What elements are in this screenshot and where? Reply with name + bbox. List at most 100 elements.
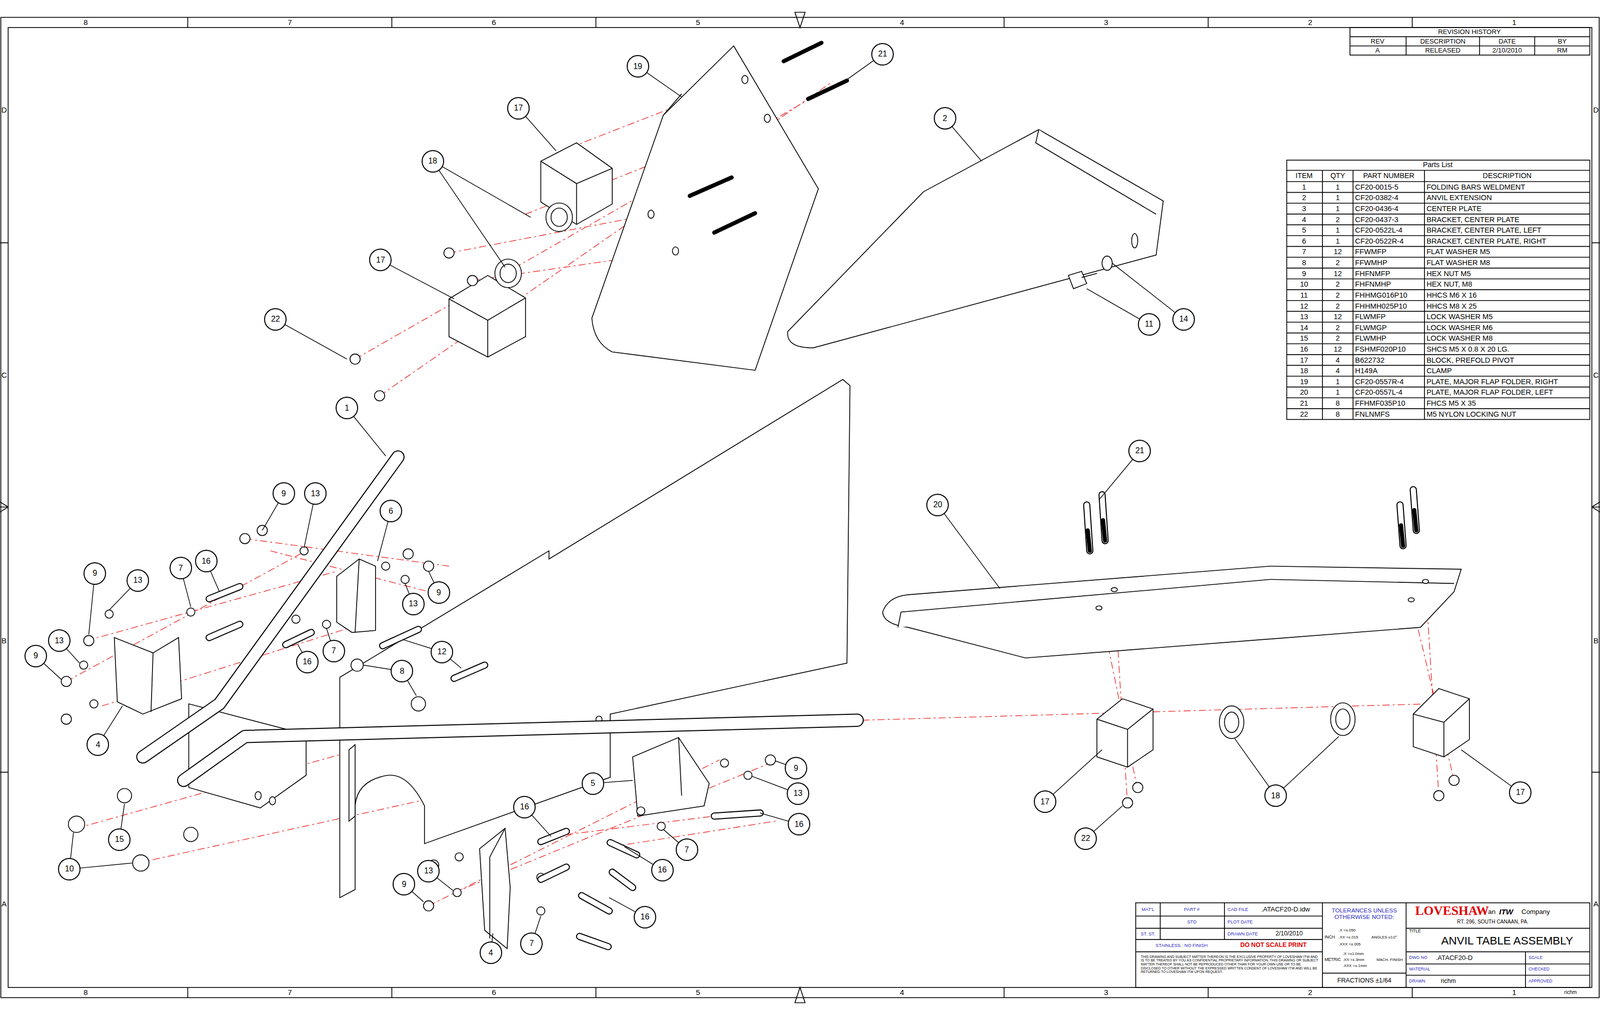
table-header: ITEM (1295, 172, 1313, 181)
zone-number: 3 (1103, 988, 1109, 997)
zone-letter: D (1592, 106, 1599, 115)
table-cell: LOCK WASHER M5 (1426, 312, 1493, 321)
callout-bubble: 2 (933, 107, 957, 130)
table-cell: FNLNMFS (1354, 410, 1390, 419)
callout-bubble: 4 (86, 733, 110, 756)
tolerance: METRIC (1324, 957, 1341, 962)
table-cell: 4 (1335, 366, 1340, 375)
callout-number: 19 (633, 62, 643, 71)
table-cell: 8 (1301, 258, 1306, 267)
table-cell: 20 (1299, 388, 1308, 397)
callout-bubble: 9 (392, 872, 416, 896)
callout-number: 21 (878, 50, 888, 59)
callout-bubble: 16 (195, 549, 218, 573)
callout-number: 20 (933, 500, 943, 509)
callout-bubble: 18 (1264, 784, 1287, 807)
table-cell: 12 (1333, 345, 1342, 354)
callout-bubble: 13 (786, 782, 810, 805)
table-cell: HEX NUT M5 (1426, 269, 1471, 278)
callout-number: 16 (201, 557, 211, 566)
callout-bubble: 7 (520, 932, 543, 955)
zone-number: 8 (83, 18, 89, 27)
table-cell: CF20-0557L-4 (1354, 388, 1403, 397)
callout-number: 22 (1081, 834, 1091, 843)
drawing-title: ANVIL TABLE ASSEMBLY (1441, 934, 1574, 948)
callout-bubble: 16 (513, 795, 536, 819)
zone-number: 1 (1511, 18, 1517, 27)
callout-number: 18 (1270, 791, 1280, 800)
table-cell: 4 (1335, 356, 1340, 365)
callout-number: 14 (1179, 315, 1189, 324)
table-cell: FLWMFP (1354, 312, 1386, 321)
zone-number: 4 (899, 988, 905, 997)
table-cell: FHCS M5 X 35 (1426, 399, 1476, 408)
table-cell: SHCS M5 X 0.8 X 20 LG. (1426, 345, 1510, 354)
callout-number: 7 (529, 939, 534, 948)
table-cell: CLAMP (1426, 366, 1452, 375)
company-address: RT. 296, SOUTH CANAAN, PA. (1456, 919, 1529, 925)
callout-bubble: 13 (417, 859, 440, 883)
callout-bubble: 9 (24, 644, 48, 668)
table-cell: FLWMHP (1354, 334, 1386, 343)
zone-number: 4 (899, 18, 905, 27)
table-cell: CF20-0436-4 (1354, 204, 1398, 213)
field-name: DRAWN DATE (1227, 931, 1258, 937)
callout-bubble: 16 (651, 858, 674, 882)
callout-number: 9 (92, 569, 98, 578)
callout-bubble: 17 (507, 97, 530, 120)
table-cell: HHCS M8 X 25 (1426, 301, 1477, 310)
table-cell: 13 (1299, 312, 1308, 321)
table-cell: RELEASED (1424, 47, 1461, 55)
zone-number: 7 (287, 18, 293, 27)
zone-number: 6 (491, 988, 497, 997)
field-name: SCALE (1528, 955, 1543, 960)
field-name: MAT'L (1141, 906, 1155, 912)
table-header: BY (1557, 37, 1567, 46)
table-cell: HEX NUT, M8 (1426, 280, 1472, 289)
zone-letter: A (1593, 899, 1599, 908)
zone-number: 6 (491, 18, 497, 27)
table-cell: FHHMH025P10 (1354, 301, 1407, 310)
field-value: STAINLESS : NO FINISH (1155, 942, 1208, 948)
callout-number: 13 (793, 789, 803, 798)
field-value: richm (1440, 977, 1456, 985)
callout-number: 4 (488, 948, 494, 957)
table-cell: 15 (1299, 334, 1308, 343)
callout-bubble: 7 (322, 639, 346, 663)
callout-number: 9 (33, 651, 39, 660)
table-cell: 1 (1335, 388, 1340, 397)
callout-number: 16 (794, 820, 804, 829)
callout-number: 16 (520, 802, 530, 811)
callout-bubble: 1 (335, 396, 359, 420)
tolerance: ANGLES ±1/2° (1371, 935, 1398, 940)
callout-number: 17 (376, 256, 386, 265)
table-cell: 12 (1333, 269, 1342, 278)
table-cell: CENTER PLATE (1426, 204, 1482, 213)
zone-number: 2 (1307, 18, 1313, 27)
table-cell: BRACKET, CENTER PLATE (1426, 215, 1520, 224)
table-header: DESCRIPTION (1482, 172, 1532, 181)
table-cell: FHFNMHP (1354, 280, 1391, 289)
callout-bubble: 16 (296, 650, 319, 674)
table-cell: 17 (1299, 356, 1308, 365)
zone-number: 8 (83, 988, 89, 997)
callout-bubble: 13 (126, 569, 150, 592)
field-name: DWG NO (1408, 955, 1427, 960)
table-cell: BRACKET, CENTER PLATE, LEFT (1426, 226, 1542, 235)
table-cell: BRACKET, CENTER PLATE, RIGHT (1426, 237, 1546, 246)
callout-number: 18 (428, 157, 438, 166)
tolerance: .XXX =±.005 (1338, 942, 1361, 947)
field-name: PART # (1183, 906, 1200, 912)
table-cell: 21 (1299, 399, 1308, 408)
tolerance: .X =±.050 (1338, 927, 1356, 933)
callout-bubble: 9 (272, 482, 296, 505)
field-name: CHECKED (1528, 967, 1550, 972)
table-cell: 4 (1301, 215, 1306, 224)
field-value: richm (1564, 989, 1577, 996)
table-cell: FOLDING BARS WELDMENT (1426, 183, 1525, 192)
table-cell: 16 (1299, 345, 1308, 354)
table-cell: 2 (1335, 301, 1340, 310)
table-cell: A (1375, 47, 1380, 55)
table-cell: FHFNMFP (1354, 269, 1390, 278)
